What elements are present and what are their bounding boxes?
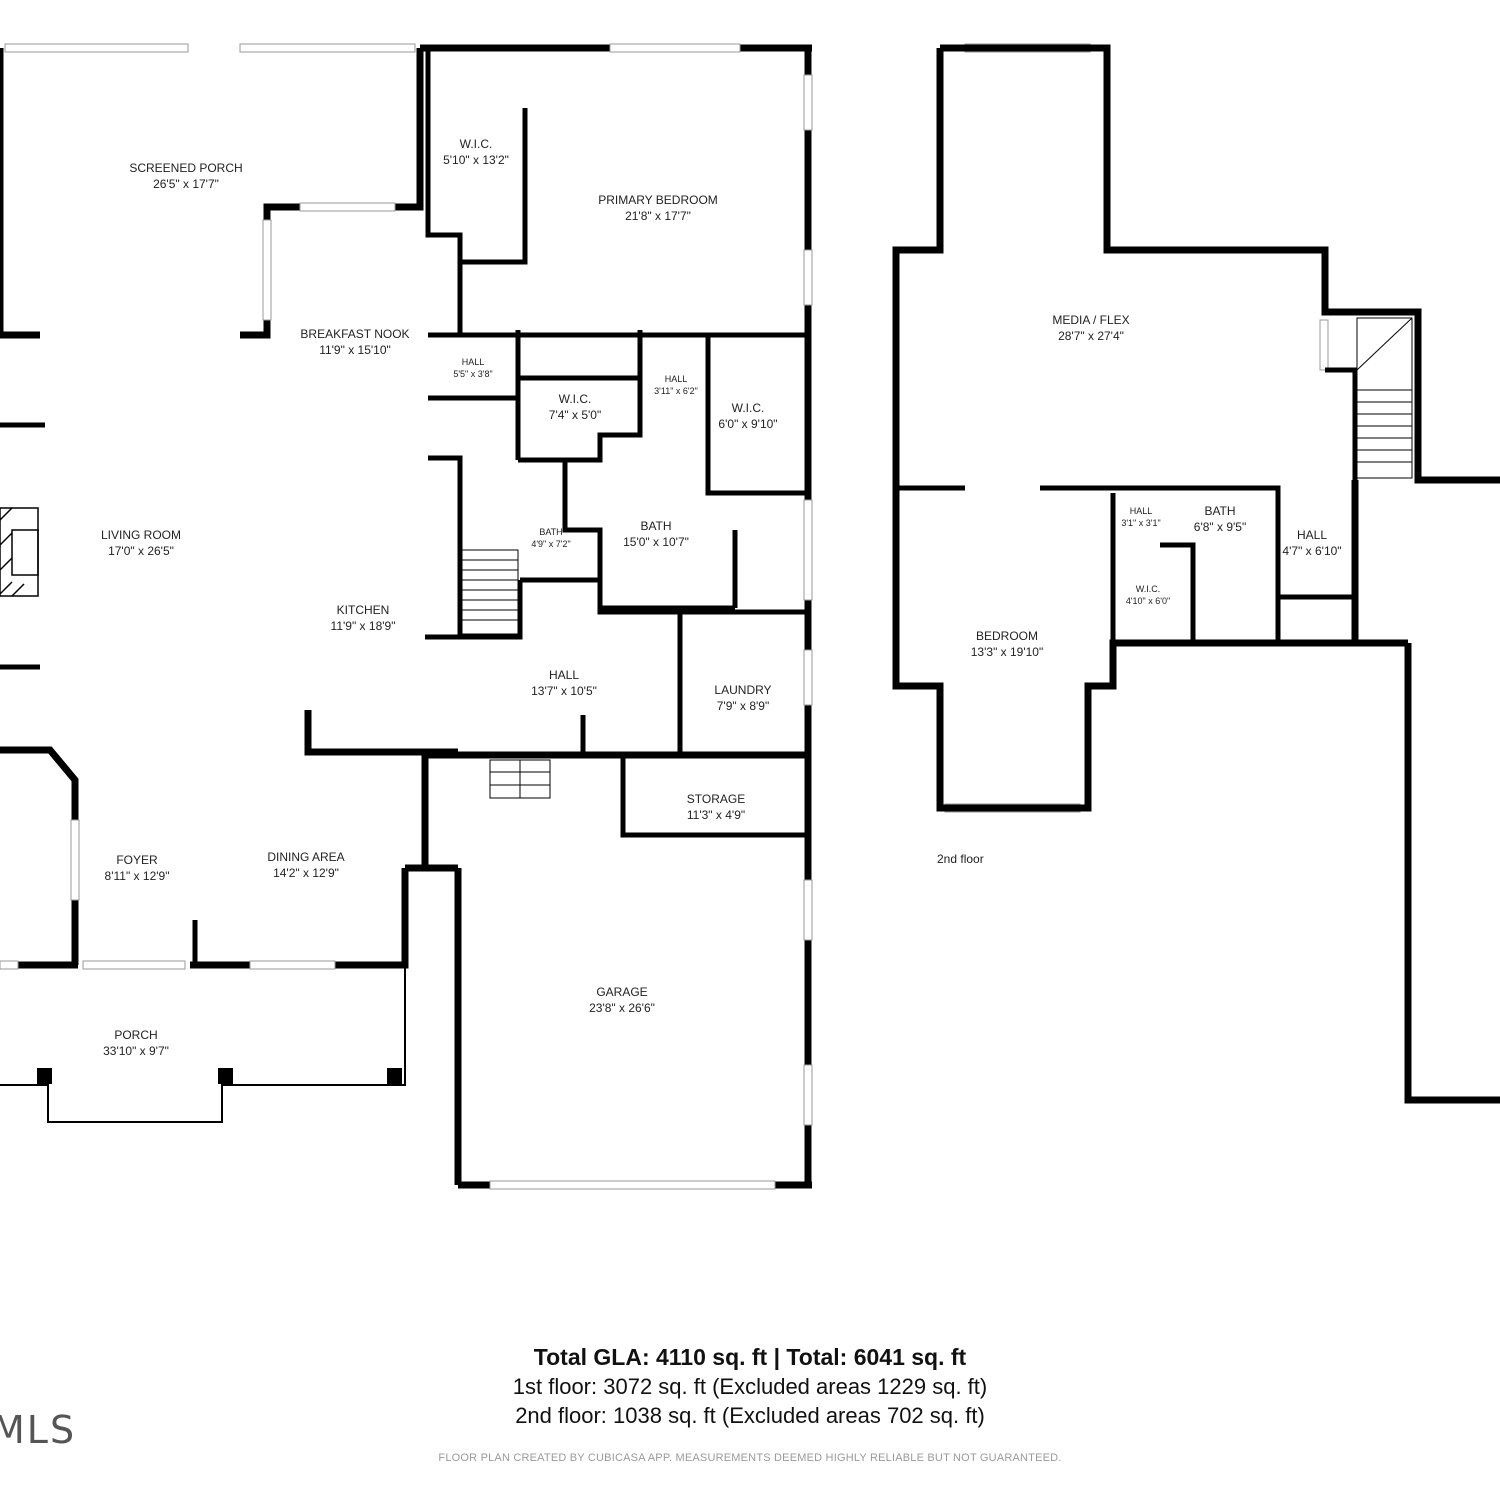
second-floor-area: 2nd floor: 1038 sq. ft (Excluded areas 7… [515,1403,985,1428]
fireplace [0,507,39,597]
stairs-1st-floor [461,549,551,799]
total-gla: Total GLA: 4110 sq. ft | Total: 6041 sq.… [533,1344,967,1370]
mls-watermark: MLS [0,1408,77,1452]
porch-rail [0,965,406,1123]
disclaimer: FLOOR PLAN CREATED BY CUBICASA APP. MEAS… [438,1452,1062,1464]
room-label-wic: W.I.C.7'4" x 5'0" [548,392,602,422]
room-label-wic: W.I.C.4'10" x 6'0" [1125,584,1171,606]
stairs-2nd-floor [1356,317,1413,479]
room-label-wic: W.I.C.6'0" x 9'10" [718,401,778,431]
room-label-wic: W.I.C.5'10" x 13'2" [443,137,509,167]
first-floor-area: 1st floor: 3072 sq. ft (Excluded areas 1… [512,1374,988,1399]
2nd-floor-walls [892,44,1500,1104]
2nd-floor-interior [896,367,1358,643]
interior-walls [0,48,808,965]
floor-label-2nd: 2nd floor [937,852,984,866]
porch-posts [37,1068,402,1084]
